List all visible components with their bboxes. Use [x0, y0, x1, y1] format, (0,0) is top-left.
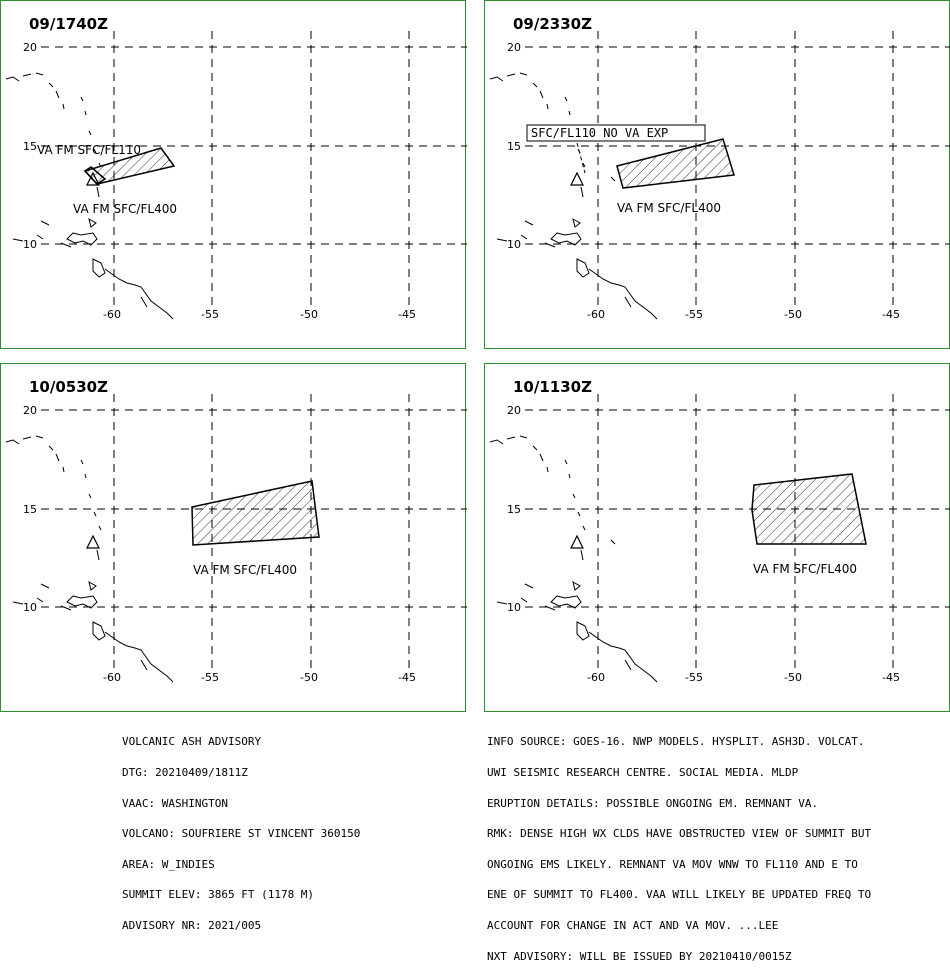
no-ash-annotation: SFC/FL110 NO VA EXP	[531, 126, 668, 140]
lon-label-60: -60	[103, 308, 121, 321]
advisory-header-block: VOLCANIC ASH ADVISORY DTG: 20210409/1811…	[122, 717, 360, 941]
lat-label-15: 15	[23, 140, 37, 153]
lat-label-15: 15	[507, 503, 521, 516]
panel-map-4: 20 15 10 -60 -55 -50 -45 VA FM SFC/FL400	[489, 394, 950, 684]
info-line-remark: RMK: DENSE HIGH WX CLDS HAVE OBSTRUCTED …	[487, 827, 872, 841]
lon-label-60: -60	[103, 671, 121, 684]
lon-label-55: -55	[201, 671, 219, 684]
lat-label-20: 20	[23, 41, 37, 54]
lon-label-55: -55	[685, 308, 703, 321]
lon-label-45: -45	[882, 308, 900, 321]
ash-area-polygon-small	[83, 166, 107, 185]
lat-label-15: 15	[507, 140, 521, 153]
volcano-triangle-icon	[86, 534, 100, 549]
lat-label-10: 10	[507, 238, 521, 251]
lat-lon-grid	[525, 394, 950, 669]
info-line-remark-2: ONGOING EMS LIKELY. REMNANT VA MOV WNW T…	[487, 857, 858, 871]
lat-label-20: 20	[507, 404, 521, 417]
no-ash-label-box	[526, 124, 706, 142]
coastline	[5, 435, 174, 683]
panel-title: 10/1130Z	[513, 378, 592, 396]
lat-label-10: 10	[23, 238, 37, 251]
info-line-remark-4: ACCOUNT FOR CHANGE IN ACT AND VA MOV. ..…	[487, 919, 779, 933]
lat-label-20: 20	[23, 404, 37, 417]
advisory-line-summit: SUMMIT ELEV: 3865 FT (1178 M)	[122, 888, 315, 902]
ash-annotation-high: VA FM SFC/FL400	[617, 201, 721, 215]
forecast-panel-4: 20 15 10 -60 -55 -50 -45 VA FM SFC/FL400…	[484, 363, 950, 712]
lon-label-45: -45	[398, 671, 416, 684]
panel-title: 09/1740Z	[29, 15, 108, 33]
lon-label-50: -50	[300, 671, 318, 684]
advisory-line-vaac: VAAC: WASHINGTON	[122, 796, 228, 810]
ash-area-polygon	[616, 138, 735, 189]
lat-label-10: 10	[23, 601, 37, 614]
lon-label-45: -45	[882, 671, 900, 684]
ash-annotation-high: VA FM SFC/FL400	[753, 562, 857, 576]
forecast-panel-1: 20 15 10 -60 -55 -50 -45 VA FM SFC/FL110…	[0, 0, 467, 349]
panel-map-3: 20 15 10 -60 -55 -50 -45 VA FM SFC/FL400	[5, 394, 467, 684]
lat-label-10: 10	[507, 601, 521, 614]
forecast-panel-2: SFC/FL110 NO VA EXP 20 15 10 -60 -55 -50…	[484, 0, 950, 349]
panel-title: 09/2330Z	[513, 15, 592, 33]
lon-label-45: -45	[398, 308, 416, 321]
panel-title: 10/0530Z	[29, 378, 108, 396]
advisory-line-number: ADVISORY NR: 2021/005	[122, 919, 262, 933]
ash-annotation-high: VA FM SFC/FL400	[73, 202, 177, 216]
volcano-triangle-icon	[570, 534, 584, 549]
ash-annotation-low: VA FM SFC/FL110	[37, 143, 141, 157]
advisory-line-area: AREA: W_INDIES	[122, 857, 215, 871]
lon-label-50: -50	[300, 308, 318, 321]
ash-area-polygon	[751, 473, 867, 545]
lon-label-50: -50	[784, 671, 802, 684]
coastline	[5, 72, 174, 320]
lon-label-55: -55	[201, 308, 219, 321]
lon-label-55: -55	[685, 671, 703, 684]
lon-label-50: -50	[784, 308, 802, 321]
info-line-source-cont: UWI SEISMIC RESEARCH CENTRE. SOCIAL MEDI…	[487, 766, 799, 780]
info-line-eruption: ERUPTION DETAILS: POSSIBLE ONGOING EM. R…	[487, 796, 819, 810]
info-line-source: INFO SOURCE: GOES-16. NWP MODELS. HYSPLI…	[487, 735, 865, 749]
panel-map-2: SFC/FL110 NO VA EXP 20 15 10 -60 -55 -50…	[489, 31, 950, 321]
ash-area-polygon	[191, 480, 320, 546]
info-line-remark-3: ENE OF SUMMIT TO FL400. VAA WILL LIKELY …	[487, 888, 872, 902]
forecast-panel-3: 20 15 10 -60 -55 -50 -45 VA FM SFC/FL400…	[0, 363, 467, 712]
lon-label-60: -60	[587, 671, 605, 684]
lat-lon-grid	[525, 31, 950, 306]
advisory-line-dtg: DTG: 20210409/1811Z	[122, 766, 248, 780]
ash-annotation-high: VA FM SFC/FL400	[193, 563, 297, 577]
lat-label-15: 15	[23, 503, 37, 516]
panel-map-1: 20 15 10 -60 -55 -50 -45 VA FM SFC/FL110…	[5, 31, 467, 321]
lat-label-20: 20	[507, 41, 521, 54]
lon-label-60: -60	[587, 308, 605, 321]
advisory-line-title: VOLCANIC ASH ADVISORY	[122, 735, 262, 749]
volcano-triangle-icon	[570, 171, 584, 186]
coastline	[489, 72, 658, 320]
advisory-info-block: INFO SOURCE: GOES-16. NWP MODELS. HYSPLI…	[487, 717, 871, 972]
info-line-next: NXT ADVISORY: WILL BE ISSUED BY 20210410…	[487, 949, 792, 963]
advisory-line-volcano: VOLCANO: SOUFRIERE ST VINCENT 360150	[122, 827, 361, 841]
coastline	[489, 435, 658, 683]
lat-lon-grid	[41, 31, 467, 306]
lat-lon-grid	[41, 394, 467, 669]
